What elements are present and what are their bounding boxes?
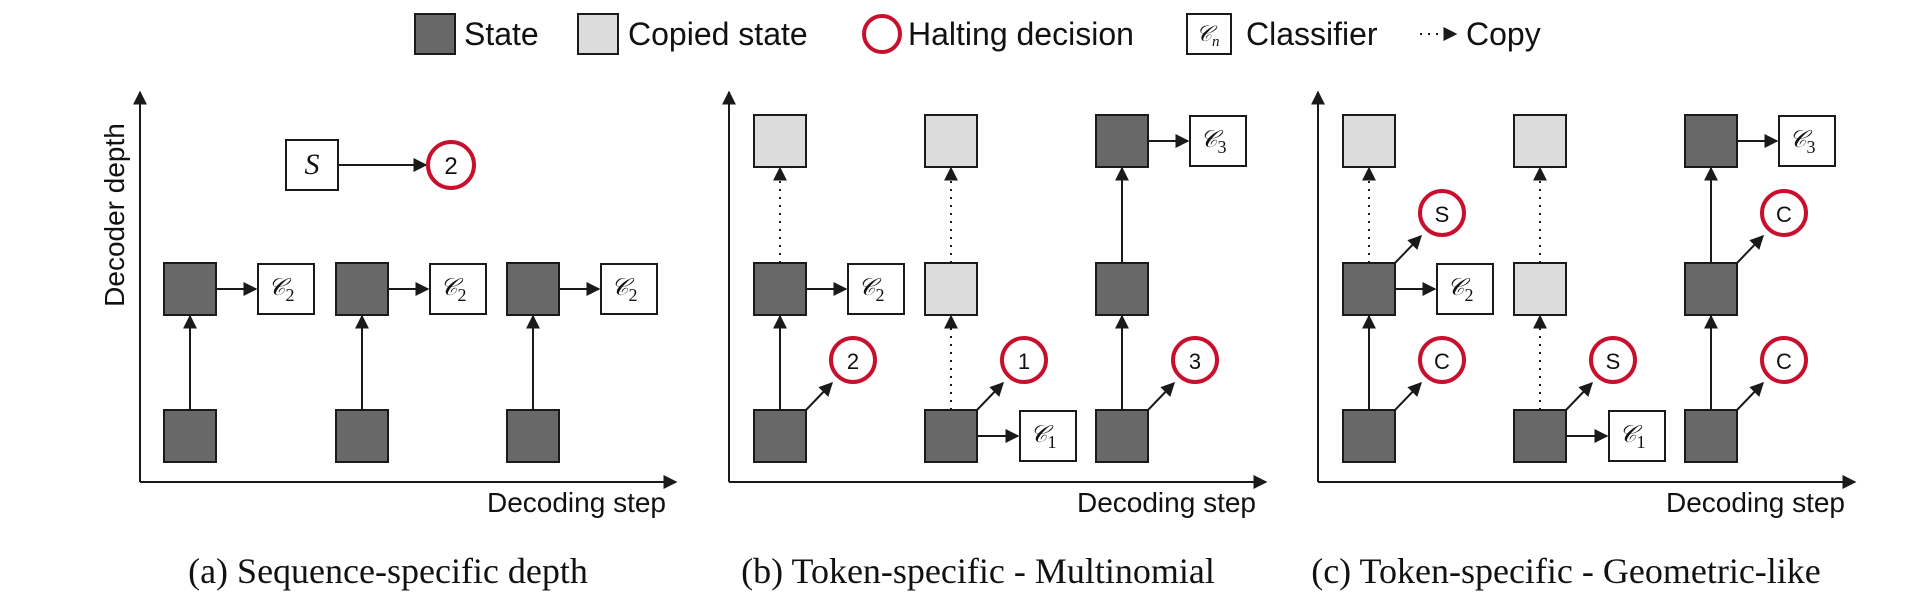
panel-b: Decoding step 2 𝒞2 𝒞1 1 bbox=[722, 90, 1268, 591]
panel-a-caption: (a) Sequence-specific depth bbox=[188, 551, 588, 591]
state-node bbox=[924, 409, 978, 463]
copied-state-node bbox=[753, 114, 807, 168]
panel-c-column-2: 𝒞1 S bbox=[1513, 114, 1666, 463]
panel-a-column-1: 𝒞2 bbox=[163, 262, 315, 463]
state-node bbox=[506, 262, 560, 316]
halt-arrow bbox=[1736, 234, 1764, 264]
state-node bbox=[163, 262, 217, 316]
legend-copied-state-swatch bbox=[577, 13, 619, 55]
halt-arrow bbox=[805, 381, 833, 411]
state-node bbox=[1342, 409, 1396, 463]
panel-a: Decoder depth Decoding step S 2 𝒞2 𝒞2 bbox=[99, 90, 678, 591]
classifier-box bbox=[847, 263, 905, 315]
legend-copy-label: Copy bbox=[1466, 16, 1541, 52]
panel-a-sequence-halt-label: 2 bbox=[444, 153, 457, 180]
halt-node bbox=[829, 336, 877, 384]
halt-node bbox=[1760, 336, 1808, 384]
copied-state-node bbox=[1342, 114, 1396, 168]
classifier-box bbox=[1189, 115, 1247, 167]
classifier-box bbox=[429, 263, 487, 315]
state-node bbox=[506, 409, 560, 463]
panel-c-x-axis-label: Decoding step bbox=[1666, 487, 1845, 518]
legend: State Copied state Halting decision 𝒞n C… bbox=[414, 13, 1541, 55]
halt-node bbox=[1000, 336, 1048, 384]
halt-label: S bbox=[1435, 202, 1450, 227]
classifier-box bbox=[257, 263, 315, 315]
state-node bbox=[1095, 262, 1149, 316]
state-node bbox=[753, 409, 807, 463]
halt-arrow bbox=[1394, 234, 1422, 264]
halt-node bbox=[1418, 189, 1466, 237]
legend-classifier-swatch bbox=[1186, 13, 1232, 55]
halt-label: 2 bbox=[847, 349, 859, 374]
panel-b-column-3: 3 𝒞3 bbox=[1095, 114, 1247, 463]
halt-arrow bbox=[1147, 381, 1175, 411]
panel-c-column-1: C 𝒞2 S bbox=[1342, 114, 1494, 463]
halt-label: C bbox=[1776, 349, 1792, 374]
legend-copied-state-label: Copied state bbox=[628, 16, 808, 52]
state-node bbox=[1684, 114, 1738, 168]
state-node bbox=[1095, 114, 1149, 168]
legend-state-label: State bbox=[464, 16, 539, 52]
panel-c-caption: (c) Token-specific - Geometric-like bbox=[1311, 551, 1821, 591]
panel-c: Decoding step C 𝒞2 S 𝒞1 S bbox=[1311, 90, 1857, 591]
copied-state-node bbox=[1513, 114, 1567, 168]
panel-b-column-1: 2 𝒞2 bbox=[753, 114, 905, 463]
state-node bbox=[1684, 262, 1738, 316]
panel-a-sequence-classifier-box bbox=[285, 139, 339, 191]
halt-node bbox=[1589, 336, 1637, 384]
state-node bbox=[335, 409, 389, 463]
state-node bbox=[163, 409, 217, 463]
halt-label: S bbox=[1606, 349, 1621, 374]
halt-arrow bbox=[1736, 381, 1764, 411]
legend-halting-decision-icon bbox=[862, 14, 902, 54]
panel-a-sequence-classifier-symbol: S bbox=[305, 148, 320, 181]
halt-node bbox=[1171, 336, 1219, 384]
panel-b-caption: (b) Token-specific - Multinomial bbox=[741, 551, 1215, 591]
legend-state-swatch bbox=[414, 13, 456, 55]
halt-label: 1 bbox=[1018, 349, 1030, 374]
panel-a-y-axis-label: Decoder depth bbox=[99, 123, 130, 307]
state-node bbox=[753, 262, 807, 316]
classifier-box bbox=[1019, 410, 1077, 462]
legend-halting-decision-label: Halting decision bbox=[908, 16, 1134, 52]
panel-a-sequence-halt-node bbox=[426, 140, 476, 190]
halt-node bbox=[1418, 336, 1466, 384]
halt-arrow bbox=[1394, 381, 1422, 411]
classifier-box bbox=[1436, 263, 1494, 315]
halt-node bbox=[1760, 189, 1808, 237]
classifier-label: 𝒞1 bbox=[1619, 422, 1646, 452]
state-node bbox=[1095, 409, 1149, 463]
state-node bbox=[1342, 262, 1396, 316]
copied-state-node bbox=[924, 114, 978, 168]
halt-label: C bbox=[1434, 349, 1450, 374]
panel-c-column-3: C C 𝒞3 bbox=[1684, 114, 1836, 463]
classifier-box bbox=[600, 263, 658, 315]
halt-label: C bbox=[1776, 202, 1792, 227]
halt-label: 3 bbox=[1189, 349, 1201, 374]
legend-classifier-label: Classifier bbox=[1246, 16, 1378, 52]
halt-arrow bbox=[976, 381, 1004, 411]
classifier-box bbox=[1608, 410, 1666, 462]
copied-state-node bbox=[1513, 262, 1567, 316]
state-node bbox=[1684, 409, 1738, 463]
panel-b-x-axis-label: Decoding step bbox=[1077, 487, 1256, 518]
panel-b-column-2: 𝒞1 1 bbox=[924, 114, 1077, 463]
copied-state-node bbox=[924, 262, 978, 316]
state-node bbox=[335, 262, 389, 316]
halt-arrow bbox=[1565, 381, 1593, 411]
panel-a-column-2: 𝒞2 bbox=[335, 262, 487, 463]
state-node bbox=[1513, 409, 1567, 463]
classifier-box bbox=[1778, 115, 1836, 167]
panel-a-x-axis-label: Decoding step bbox=[487, 487, 666, 518]
panel-a-column-3: 𝒞2 bbox=[506, 262, 658, 463]
